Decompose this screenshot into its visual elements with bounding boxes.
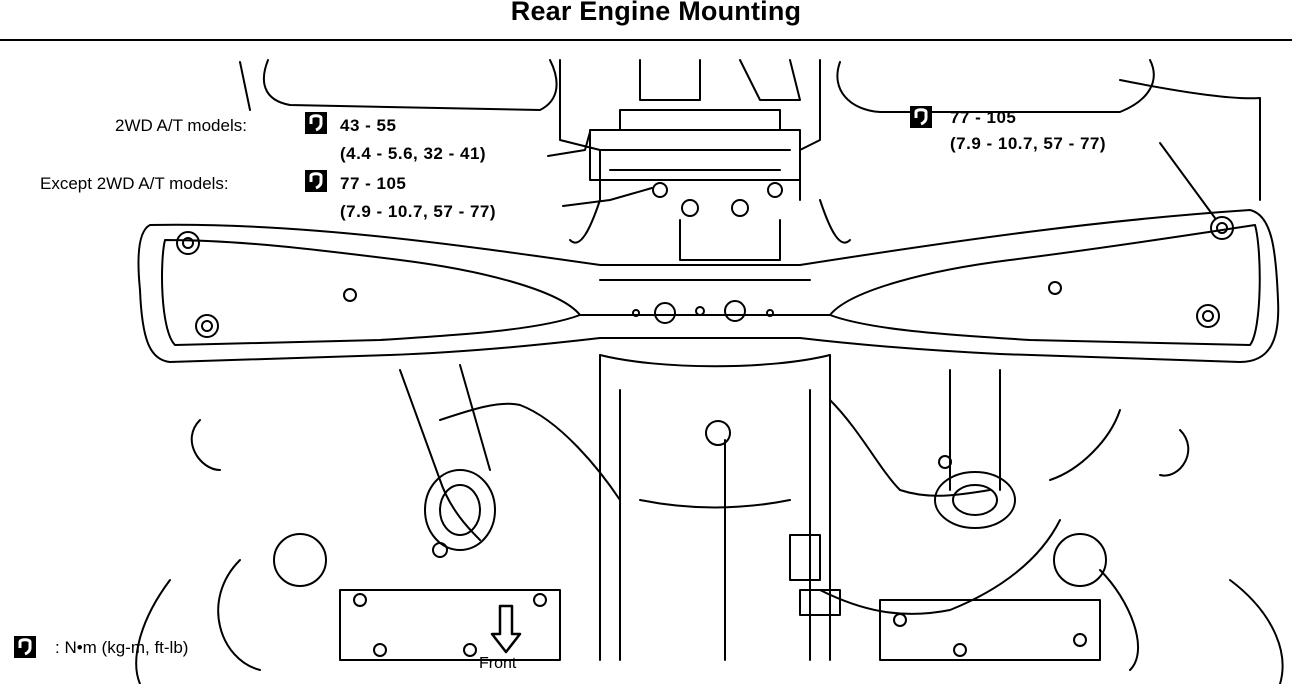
torque-wrench-icon	[910, 106, 932, 128]
torque-wrench-icon	[14, 636, 36, 658]
torque-units-legend: : N•m (kg-m, ft-lb)	[55, 638, 189, 657]
torque-wrench-icon	[305, 112, 327, 134]
title-divider	[0, 39, 1292, 41]
callout-right-torque: 77 - 105	[950, 108, 1017, 127]
callout-except-2wd-at-label: Except 2WD A/T models:	[40, 174, 229, 193]
page-title: Rear Engine Mounting	[510, 0, 802, 26]
callout-except-2wd-at-torque: 77 - 105	[340, 174, 407, 193]
callout-right-torque-alt: (7.9 - 10.7, 57 - 77)	[950, 134, 1107, 153]
callout-except-2wd-at-torque-alt: (7.9 - 10.7, 57 - 77)	[340, 202, 497, 221]
callout-2wd-at-torque-alt: (4.4 - 5.6, 32 - 41)	[340, 144, 487, 163]
callout-2wd-at-label: 2WD A/T models:	[115, 116, 247, 135]
torque-wrench-icon	[305, 170, 327, 192]
callout-2wd-at-torque: 43 - 55	[340, 116, 397, 135]
front-direction-label: Front	[479, 655, 517, 672]
arrow-down-icon	[490, 604, 522, 654]
